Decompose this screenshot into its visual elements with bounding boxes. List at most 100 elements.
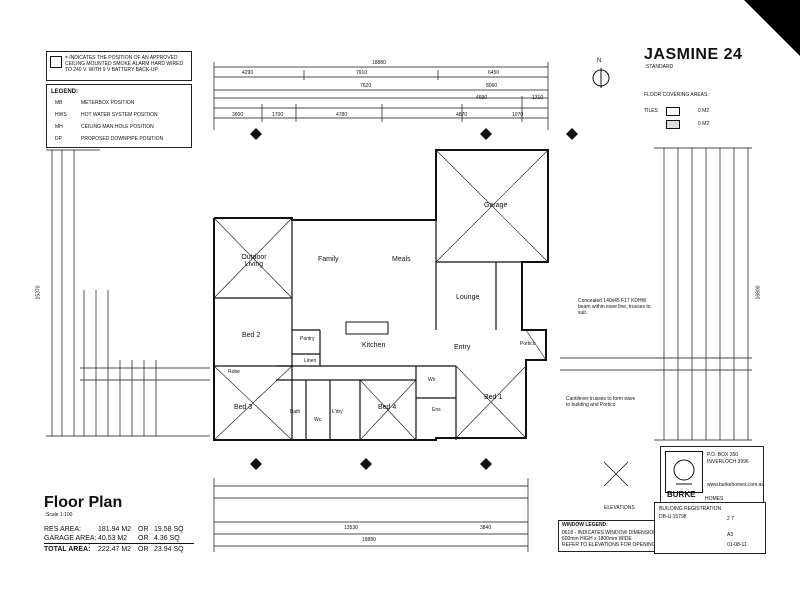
legend-panel: LEGEND: MB METERBOX POSITION HWS HOT WAT… — [46, 84, 192, 148]
room-wir: Wir — [428, 377, 436, 383]
room-meals: Meals — [392, 256, 411, 263]
carpet-swatch-icon — [666, 120, 680, 129]
area-table: RES AREA: 181.94 M2 OR 19.58 SQ GARAGE A… — [44, 526, 194, 556]
window-legend-line1: 0618 - INDICATES WINDOW DIMENSIONS — [562, 530, 661, 536]
plan-variant: STANDARD — [646, 64, 674, 70]
room-robe: Robe — [228, 369, 240, 375]
legend-code-hws: HWS — [55, 112, 67, 118]
window-legend-line3: REFER TO ELEVATIONS FOR OPENINGS — [562, 542, 659, 548]
room-outdoor-living: Outdoor Living — [241, 254, 267, 268]
room-bed1: Bed 1 — [484, 394, 503, 401]
room-bed4: Bed 4 — [378, 404, 397, 411]
room-family: Family — [318, 256, 339, 263]
legend-code-dp: DP — [55, 136, 62, 142]
north-label: N — [597, 58, 602, 64]
sheet-size: A3 — [727, 532, 734, 538]
dim-left-overall: 15370 — [35, 285, 42, 300]
tiles-value: 0 M2 — [698, 108, 710, 114]
company-name: BURKE — [667, 490, 696, 499]
dim-bottom-a: 3840 — [480, 525, 492, 531]
company-po: P.O. BOX 350 — [707, 452, 739, 458]
legend-code-mh: MH — [55, 124, 63, 130]
garage-area-or: OR — [138, 535, 149, 542]
tiles-swatch-icon — [666, 107, 680, 116]
dim-top-k: 4870 — [456, 112, 468, 118]
floor-plan-title: Floor Plan — [44, 494, 123, 511]
res-area-m2: 181.94 M2 — [98, 526, 132, 533]
dim-top-f: 4690 — [476, 95, 488, 101]
company-sub: HOMES — [705, 496, 724, 502]
dim-right-overall: 16800 — [755, 285, 762, 300]
garage-area-label: GARAGE AREA: — [44, 535, 97, 542]
dim-top-e: 8060 — [486, 83, 498, 89]
floor-covering-title: FLOOR COVERING AREAS: — [644, 92, 709, 98]
legend-label-mh: CEILING MAN HOLE POSITION — [81, 124, 154, 130]
total-area-sq: 23.94 SQ — [154, 546, 184, 553]
dim-top-c: 6450 — [488, 70, 500, 76]
building-registration-label: BUILDING REGISTRATION — [659, 506, 722, 512]
floor-plan-scale: Scale 1:100 — [46, 512, 73, 518]
dim-bottom-sub: 13530 — [344, 525, 358, 531]
dim-top-l: 1070 — [512, 112, 524, 118]
cantilever-note: Cantilever trusses to form eave to build… — [566, 396, 636, 408]
drawing-date: 01-08-11 — [727, 542, 747, 548]
room-bed3: Bed 3 — [234, 404, 253, 411]
room-bath: Bath — [290, 409, 301, 415]
company-logo-box: BURKE HOMES P.O. BOX 350 INVERLOCH 3996 … — [660, 446, 764, 504]
garage-area-m2: 40.53 M2 — [98, 535, 128, 542]
plan-name: JASMINE 24 — [644, 46, 743, 63]
room-pantry: Pantry — [300, 336, 315, 342]
legend-label-mb: METERBOX POSITION — [81, 100, 135, 106]
room-bed2: Bed 2 — [242, 332, 261, 339]
room-wc: Wc — [314, 417, 322, 423]
dim-top-overall: 18880 — [372, 60, 386, 66]
dim-top-a: 4290 — [242, 70, 254, 76]
dim-top-g: 1310 — [532, 95, 544, 101]
lion-logo-icon — [665, 451, 703, 493]
dim-bottom-overall: 18880 — [362, 537, 376, 543]
drawing-number: 2 7 — [727, 516, 734, 522]
legend-label-dp: PROPOSED DOWNPIPE POSITION — [81, 136, 164, 142]
drawing-info-panel: BUILDING REGISTRATION DB-U 15798 2 7 A3 … — [654, 502, 766, 554]
smoke-alarm-icon — [50, 56, 62, 68]
room-entry: Entry — [454, 344, 471, 351]
total-area-or: OR — [138, 546, 149, 553]
carpet-value: 0 M2 — [698, 121, 710, 127]
room-linen: Linen — [304, 358, 317, 364]
company-town: INVERLOCH 3996 — [707, 459, 749, 465]
beam-note: Concealed 140x45 F17 KDHW beam within ea… — [578, 298, 651, 316]
title-block: JASMINE 24 STANDARD — [642, 45, 754, 70]
dim-top-h: 3600 — [232, 112, 244, 118]
room-kitchen: Kitchen — [362, 342, 386, 349]
tiles-label: TILES — [644, 108, 658, 114]
company-web: www.burkehomes.com.au — [707, 482, 765, 488]
total-area-m2: 222.47 M2 — [98, 546, 132, 553]
dim-top-d: 7620 — [360, 83, 372, 89]
dim-top-j: 4780 — [336, 112, 348, 118]
floor-covering-panel: FLOOR COVERING AREAS: TILES 0 M2 0 M2 — [642, 91, 732, 131]
legend-title: LEGEND: — [51, 89, 78, 95]
room-lounge: Lounge — [456, 294, 480, 301]
dim-top-i: 1700 — [272, 112, 284, 118]
smoke-alarm-text: = INDICATES THE POSITION OF AN APPROVED … — [65, 55, 184, 73]
room-portico: Portico — [520, 341, 536, 347]
elevations-label: ELEVATIONS — [604, 505, 635, 511]
res-area-label: RES AREA: — [44, 526, 81, 533]
total-area-label: TOTAL AREA: — [44, 546, 91, 553]
dim-top-b: 7910 — [356, 70, 368, 76]
window-legend: WINDOW LEGEND: 0618 - INDICATES WINDOW D… — [558, 520, 660, 552]
window-legend-line2: 600mm HIGH x 1800mm WIDE — [562, 536, 632, 542]
corner-mark — [744, 0, 800, 56]
area-divider — [44, 543, 194, 544]
res-area-sq: 19.58 SQ — [154, 526, 184, 533]
room-ens: Ens — [432, 407, 441, 413]
legend-code-mb: MB — [55, 100, 63, 106]
garage-area-sq: 4.36 SQ — [154, 535, 180, 542]
room-ldry: L'dry — [332, 409, 343, 415]
res-area-or: OR — [138, 526, 149, 533]
north-arrow-icon: N — [592, 58, 610, 94]
smoke-alarm-note: = INDICATES THE POSITION OF AN APPROVED … — [46, 51, 192, 81]
legend-label-hws: HOT WATER SYSTEM POSITION — [81, 112, 158, 118]
